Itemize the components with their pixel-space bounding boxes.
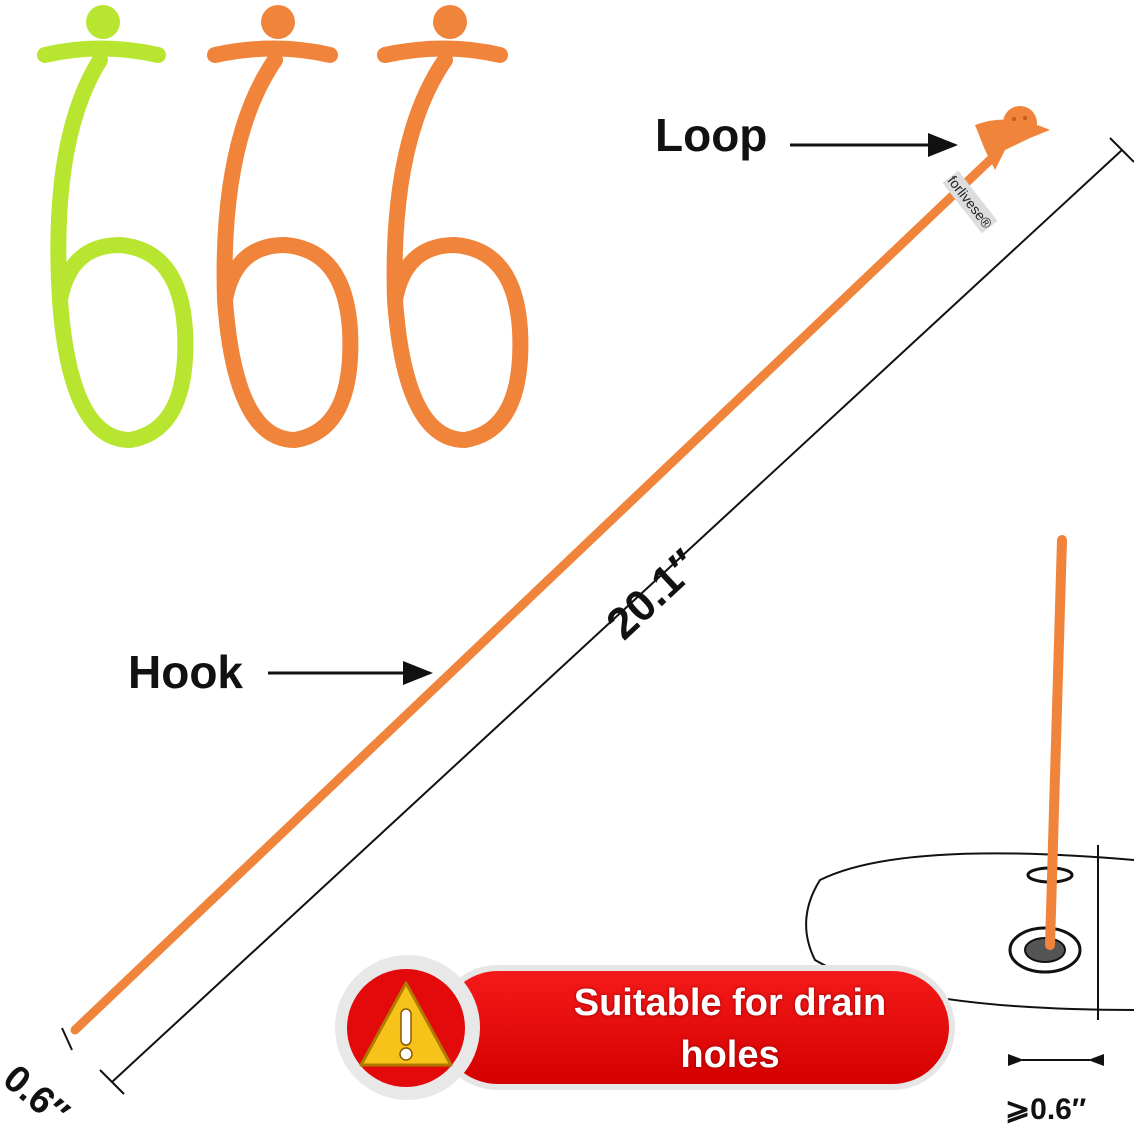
loop-label: Loop <box>655 109 768 161</box>
hole-size-label: ⩾0.6″ <box>1005 1093 1087 1126</box>
coiled-hook-orange-2 <box>377 5 529 449</box>
banner-icon-bg <box>347 969 465 1087</box>
warning-icon <box>359 981 453 1067</box>
drain-suitability-banner: Suitable for drain holes <box>335 955 960 1100</box>
coiled-hook-green <box>37 5 194 449</box>
banner-text-line1: Suitable for drain <box>573 982 887 1024</box>
coiled-hook-orange-1 <box>207 5 359 449</box>
straight-drain-hook <box>70 106 1050 1035</box>
banner-pill <box>435 965 955 1090</box>
banner-text-line2: holes <box>680 1034 780 1076</box>
banner-icon-circle <box>335 955 480 1100</box>
hook-label: Hook <box>128 646 243 698</box>
length-dimension-line <box>61 137 1134 1095</box>
drain-hook-inserted <box>1045 535 1067 950</box>
banner-text: Suitable for drain holes <box>525 977 935 1081</box>
